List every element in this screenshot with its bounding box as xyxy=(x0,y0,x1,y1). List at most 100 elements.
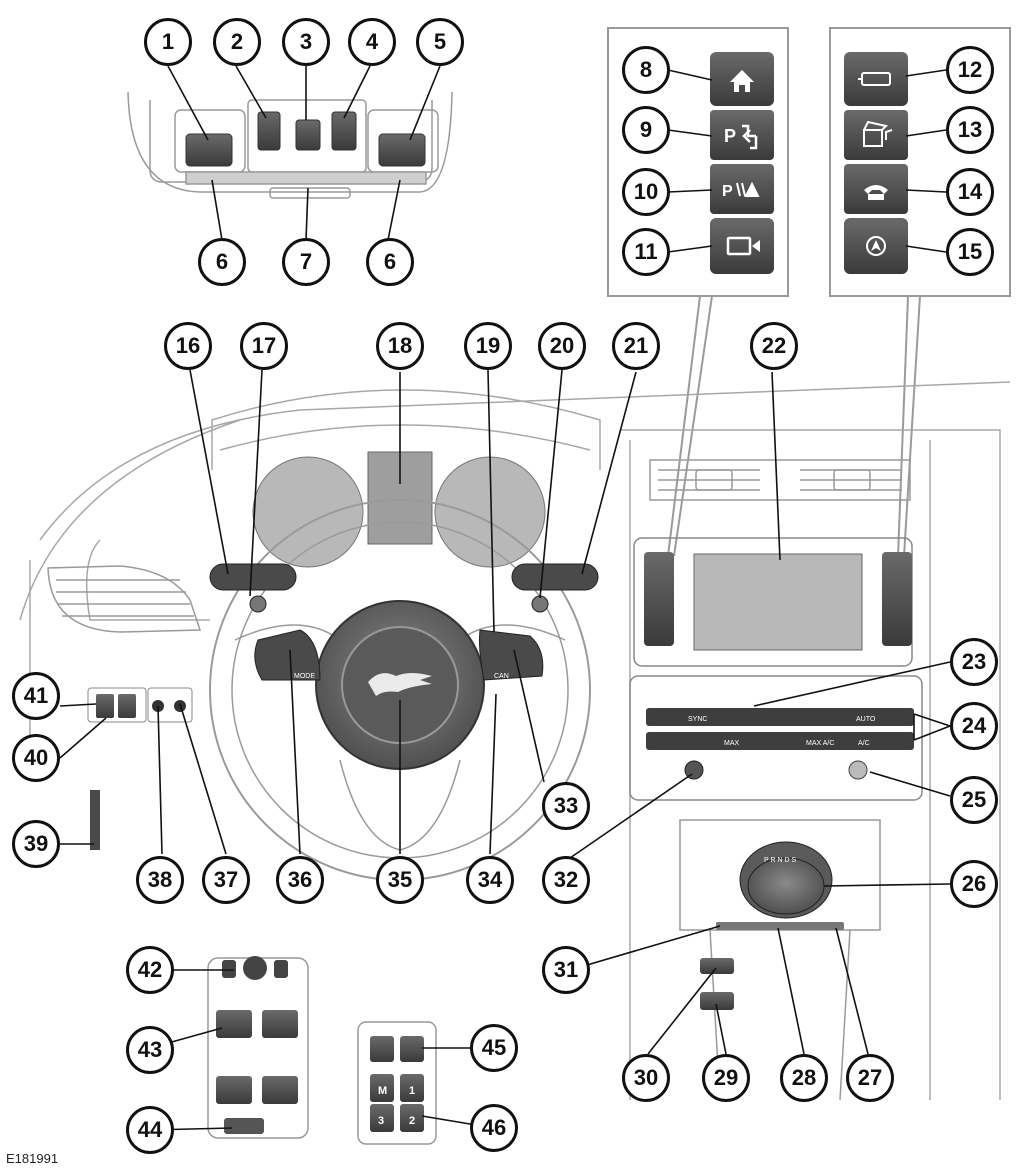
callout-35: 35 xyxy=(376,856,424,904)
callout-27: 27 xyxy=(846,1054,894,1102)
memory-m-label: M xyxy=(378,1085,387,1097)
callout-28: 28 xyxy=(780,1054,828,1102)
callout-36: 36 xyxy=(276,856,324,904)
overhead-buttons xyxy=(185,111,426,167)
parking-aid-p-label: P xyxy=(722,183,733,200)
callout-11: 11 xyxy=(622,228,670,276)
callout-6-right: 6 xyxy=(366,238,414,286)
steering-wheel xyxy=(209,499,591,881)
camera-button[interactable] xyxy=(710,218,774,274)
navigation-icon xyxy=(866,236,886,256)
callout-2: 2 xyxy=(213,18,261,66)
back-button[interactable] xyxy=(844,52,908,106)
seat-memory-panel: M 1 3 2 xyxy=(357,1021,437,1145)
memory-3-label: 3 xyxy=(378,1115,384,1127)
callout-38: 38 xyxy=(136,856,184,904)
callout-16: 16 xyxy=(164,322,212,370)
callout-26: 26 xyxy=(950,860,998,908)
callout-41: 41 xyxy=(12,672,60,720)
callout-13: 13 xyxy=(946,106,994,154)
callout-23: 23 xyxy=(950,638,998,686)
console-switch-strip xyxy=(700,922,844,1010)
leader-lines xyxy=(59,65,951,1131)
steering-mode-label: MODE xyxy=(294,673,315,680)
callout-42: 42 xyxy=(126,946,174,994)
rotary-shifter: P R N D S xyxy=(739,841,833,919)
callout-39: 39 xyxy=(12,820,60,868)
memory-2-label: 2 xyxy=(409,1115,415,1127)
callout-4: 4 xyxy=(348,18,396,66)
column-stalks xyxy=(209,563,599,613)
max-label: MAX xyxy=(724,740,740,747)
max-ac-label: MAX A/C xyxy=(806,740,834,747)
auto-label: AUTO xyxy=(856,716,876,723)
parking-aid-icon xyxy=(736,181,760,197)
callout-17: 17 xyxy=(240,322,288,370)
memory-1-label: 1 xyxy=(409,1085,415,1097)
callout-20: 20 xyxy=(538,322,586,370)
callout-30: 30 xyxy=(622,1054,670,1102)
park-assist-icon xyxy=(742,124,758,150)
camera-icon xyxy=(726,236,760,256)
callout-9: 9 xyxy=(622,106,670,154)
callout-21: 21 xyxy=(612,322,660,370)
phone-icon xyxy=(864,185,888,200)
callout-22: 22 xyxy=(750,322,798,370)
callout-6-left: 6 xyxy=(198,238,246,286)
media-button[interactable] xyxy=(844,110,908,160)
callout-44: 44 xyxy=(126,1106,174,1154)
park-assist-p-label: P xyxy=(724,126,736,146)
touch-buttons-left: P P xyxy=(710,52,774,274)
shifter-letters: P R N D S xyxy=(764,857,796,864)
callout-45: 45 xyxy=(470,1024,518,1072)
jaguar-emblem xyxy=(368,673,432,696)
sync-label: SYNC xyxy=(688,716,707,723)
air-vents xyxy=(47,459,911,633)
callout-24: 24 xyxy=(950,702,998,750)
dashboard-outline xyxy=(19,381,1011,1100)
climate-panel: SYNC AUTO MAX MAX A/C A/C xyxy=(629,675,923,801)
callout-25: 25 xyxy=(950,776,998,824)
overhead-console xyxy=(127,91,453,199)
touch-buttons-right xyxy=(844,52,908,274)
callout-34: 34 xyxy=(466,856,514,904)
callout-18: 18 xyxy=(376,322,424,370)
callout-43: 43 xyxy=(126,1026,174,1074)
touchscreen[interactable] xyxy=(693,553,863,651)
callout-31: 31 xyxy=(542,946,590,994)
home-icon xyxy=(730,70,754,92)
callout-15: 15 xyxy=(946,228,994,276)
back-icon xyxy=(858,72,891,86)
callout-46: 46 xyxy=(470,1104,518,1152)
left-rotary-control[interactable] xyxy=(684,760,704,780)
figure-code: E181991 xyxy=(6,1151,59,1166)
callout-8: 8 xyxy=(622,46,670,94)
touch-button-inset-left xyxy=(607,27,789,557)
instrument-cluster xyxy=(252,451,546,568)
steering-switchpacks: MODE CAN xyxy=(254,629,544,681)
callout-19: 19 xyxy=(464,322,512,370)
steering-can-label: CAN xyxy=(494,673,509,680)
callout-5: 5 xyxy=(416,18,464,66)
parking-aid-button[interactable] xyxy=(710,164,774,214)
callout-1: 1 xyxy=(144,18,192,66)
callout-37: 37 xyxy=(202,856,250,904)
callout-29: 29 xyxy=(702,1054,750,1102)
callout-3: 3 xyxy=(282,18,330,66)
ac-label: A/C xyxy=(858,740,870,747)
callout-12: 12 xyxy=(946,46,994,94)
touch-button-inset-right xyxy=(829,27,1011,557)
media-icon xyxy=(863,120,893,147)
callout-32: 32 xyxy=(542,856,590,904)
lower-left-switches xyxy=(87,687,193,850)
callout-14: 14 xyxy=(946,168,994,216)
callout-10: 10 xyxy=(622,168,670,216)
touchscreen-surround xyxy=(633,537,913,667)
park-assist-button[interactable] xyxy=(710,110,774,160)
callout-40: 40 xyxy=(12,734,60,782)
callout-7: 7 xyxy=(282,238,330,286)
door-switch-panel xyxy=(207,956,309,1139)
right-rotary-control[interactable] xyxy=(848,760,868,780)
callout-33: 33 xyxy=(542,782,590,830)
